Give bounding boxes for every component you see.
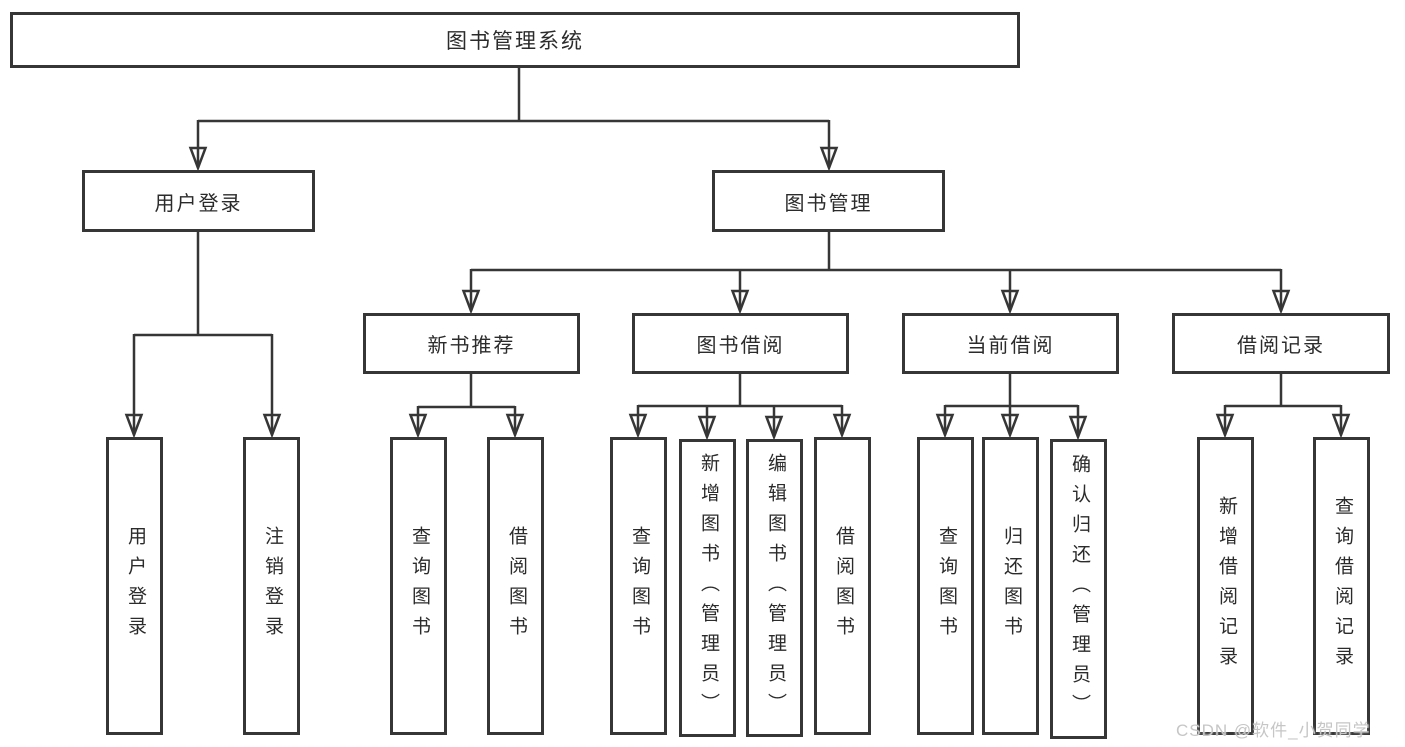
leaf-query-borrow-record-label: 查询借阅记录 — [1331, 496, 1353, 676]
leaf-return-books-label: 归还图书 — [1000, 526, 1022, 646]
connector-user-login-children — [124, 232, 282, 439]
node-new-book-recommend-label: 新书推荐 — [427, 335, 516, 357]
connector-book-borrow-children — [628, 374, 852, 441]
connector-root-to-level2 — [188, 68, 839, 172]
node-root: 图书管理系统 — [10, 12, 1020, 68]
leaf-confirm-return-admin: 确认归还（管理员） — [1050, 439, 1107, 739]
leaf-edit-books-admin-label: 编辑图书（管理员） — [764, 453, 786, 723]
leaf-query-books-2: 查询图书 — [610, 437, 667, 735]
connector-new-book-children — [408, 374, 525, 439]
leaf-add-books-admin-label: 新增图书（管理员） — [697, 453, 719, 723]
node-user-login: 用户登录 — [82, 170, 315, 232]
leaf-query-borrow-record: 查询借阅记录 — [1313, 437, 1370, 735]
node-borrow-record: 借阅记录 — [1172, 313, 1390, 374]
leaf-logout: 注销登录 — [243, 437, 300, 735]
node-book-management: 图书管理 — [712, 170, 945, 232]
leaf-user-login: 用户登录 — [106, 437, 163, 735]
leaf-borrow-books-1: 借阅图书 — [487, 437, 544, 735]
leaf-logout-label: 注销登录 — [261, 526, 283, 646]
leaf-query-books-2-label: 查询图书 — [628, 526, 650, 646]
leaf-user-login-label: 用户登录 — [124, 526, 146, 646]
connector-borrow-record-children — [1215, 374, 1351, 439]
leaf-query-books-3-label: 查询图书 — [935, 526, 957, 646]
node-borrow-record-label: 借阅记录 — [1237, 335, 1325, 357]
node-book-borrow-label: 图书借阅 — [696, 335, 785, 357]
node-book-borrow: 图书借阅 — [632, 313, 849, 374]
csdn-watermark: CSDN @软件_小贺同学 — [1176, 721, 1371, 740]
leaf-add-borrow-record: 新增借阅记录 — [1197, 437, 1254, 735]
connector-book-management-children — [461, 232, 1291, 315]
leaf-return-books: 归还图书 — [982, 437, 1039, 735]
node-current-borrow: 当前借阅 — [902, 313, 1119, 374]
leaf-edit-books-admin: 编辑图书（管理员） — [746, 439, 803, 737]
leaf-add-books-admin: 新增图书（管理员） — [679, 439, 736, 737]
node-current-borrow-label: 当前借阅 — [966, 335, 1055, 357]
leaf-query-books-1-label: 查询图书 — [408, 526, 430, 646]
leaf-borrow-books-2: 借阅图书 — [814, 437, 871, 735]
node-user-login-label: 用户登录 — [154, 192, 243, 215]
node-book-management-label: 图书管理 — [784, 192, 873, 215]
node-new-book-recommend: 新书推荐 — [363, 313, 580, 374]
leaf-query-books-1: 查询图书 — [390, 437, 447, 735]
leaf-confirm-return-admin-label: 确认归还（管理员） — [1068, 454, 1090, 724]
node-root-label: 图书管理系统 — [446, 30, 584, 53]
leaf-query-books-3: 查询图书 — [917, 437, 974, 735]
leaf-borrow-books-1-label: 借阅图书 — [505, 526, 527, 646]
leaf-borrow-books-2-label: 借阅图书 — [832, 526, 854, 646]
connector-current-borrow-children — [935, 374, 1088, 441]
leaf-add-borrow-record-label: 新增借阅记录 — [1215, 496, 1237, 676]
